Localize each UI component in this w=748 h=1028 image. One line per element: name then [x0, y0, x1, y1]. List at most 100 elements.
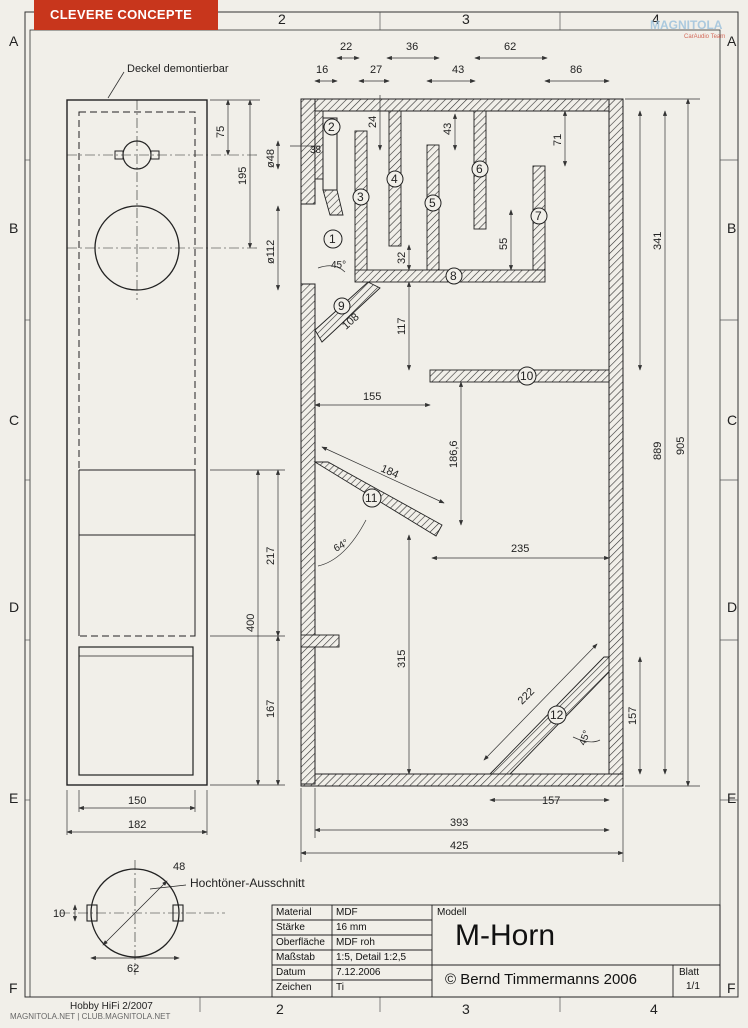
dim-label: 315 [396, 650, 408, 668]
frame-labels: 2 3 4 2 3 4 A B C D E F A B C D E F [9, 11, 737, 1017]
outer-frame [24, 11, 739, 998]
model-label: Modell [437, 907, 467, 918]
title-block [271, 904, 721, 998]
dim-label: 22 [340, 41, 352, 53]
tb-key: Stärke [276, 922, 305, 933]
front-dimensions [66, 99, 285, 835]
dim-label: 86 [570, 64, 582, 76]
col-label: 3 [462, 11, 470, 27]
tb-key: Datum [276, 967, 306, 978]
part-number: 9 [338, 299, 345, 313]
dim-label: 117 [396, 317, 408, 335]
tb-value: Ti [336, 982, 344, 993]
dim-label: 195 [237, 167, 249, 185]
dim-label: 425 [450, 840, 468, 852]
dim-label: 235 [511, 543, 529, 555]
dim-label: 157 [542, 795, 560, 807]
dim-label: ø48 [265, 149, 277, 168]
bottom-watermark: MAGNITOLA.NET | CLUB.MAGNITOLA.NET [10, 1012, 171, 1021]
dim-label: 43 [442, 123, 454, 135]
tb-value: MDF roh [336, 937, 375, 948]
row-label: A [9, 33, 19, 49]
tb-key: Oberfläche [276, 937, 325, 948]
row-label: A [727, 33, 737, 49]
section-banner: CLEVERE CONCEPTE [34, 0, 218, 30]
dim-label: 393 [450, 817, 468, 829]
watermark-subtitle: CarAudio Team [684, 34, 726, 40]
dim-label: 38 [310, 145, 322, 156]
angle-label: 45° [331, 260, 346, 271]
row-label: B [727, 220, 736, 236]
front-view [66, 99, 260, 786]
dim-label: 155 [363, 391, 381, 403]
sheet-label: Blatt [679, 967, 700, 978]
part-number: 3 [357, 190, 364, 204]
source-label: Hobby HiFi 2/2007 [70, 1001, 153, 1012]
dim-label: 32 [396, 252, 408, 264]
dim-label: 186,6 [448, 440, 460, 468]
dim-label: 889 [652, 442, 664, 460]
row-label: D [9, 599, 19, 615]
row-label: D [727, 599, 737, 615]
dim-label: 62 [127, 963, 139, 975]
col-label: 4 [650, 1001, 658, 1017]
dim-label: 167 [265, 700, 277, 718]
dim-label: 10 [53, 908, 65, 920]
part-number: 7 [535, 209, 542, 223]
dim-label: 71 [552, 134, 564, 146]
section-view [300, 98, 624, 787]
sheet-value: 1/1 [686, 981, 700, 992]
dim-label: 48 [173, 861, 185, 873]
tb-value: 7.12.2006 [336, 967, 381, 978]
dim-label: 16 [316, 64, 328, 76]
part-number: 1 [329, 232, 336, 246]
part-number: 6 [476, 162, 483, 176]
dim-label: 157 [627, 707, 639, 725]
row-label: C [9, 412, 19, 428]
row-label: E [9, 790, 18, 806]
tb-key: Zeichen [276, 982, 312, 993]
dim-label: 43 [452, 64, 464, 76]
tb-value: 16 mm [336, 922, 367, 933]
dim-label: 27 [370, 64, 382, 76]
dim-label: 905 [675, 437, 687, 455]
col-label: 2 [276, 1001, 284, 1017]
dim-label: 341 [652, 232, 664, 250]
row-label: F [727, 980, 736, 996]
angle-label: 64° [332, 538, 351, 555]
tb-key: Maßstab [276, 952, 315, 963]
dim-label: 150 [128, 795, 146, 807]
model-name: M-Horn [455, 919, 556, 952]
dim-label: 62 [504, 41, 516, 53]
row-label: E [727, 790, 736, 806]
dim-label: 400 [245, 614, 257, 632]
part-number: 5 [429, 196, 436, 210]
dim-label: ø112 [265, 240, 277, 264]
tb-value: 1:5, Detail 1:2,5 [336, 952, 407, 963]
dim-label: 222 [516, 686, 537, 707]
front-dimension-labels: 75 195 ø48 ø112 217 400 167 150 182 [128, 126, 277, 831]
cover-leader [107, 71, 125, 99]
part-number: 8 [450, 269, 457, 283]
tb-value: MDF [336, 907, 358, 918]
watermark-logo: MAGNITOLA [650, 18, 723, 32]
part-number: 10 [520, 369, 534, 383]
row-label: F [9, 980, 18, 996]
dim-label: 36 [406, 41, 418, 53]
frame-ticks [25, 12, 738, 1012]
section-dimensions [290, 55, 700, 862]
dim-label: 24 [367, 116, 379, 128]
tb-key: Material [276, 907, 312, 918]
dim-label: 182 [128, 819, 146, 831]
part-number: 4 [391, 172, 398, 186]
col-label: 2 [278, 11, 286, 27]
angle-label: 45° [577, 729, 593, 747]
part-number: 12 [550, 708, 564, 722]
copyright: © Bernd Timmermanns 2006 [445, 971, 637, 988]
col-label: 3 [462, 1001, 470, 1017]
dim-label: 184 [379, 463, 401, 481]
row-label: B [9, 220, 18, 236]
part-number: 11 [365, 491, 378, 505]
row-label: C [727, 412, 737, 428]
